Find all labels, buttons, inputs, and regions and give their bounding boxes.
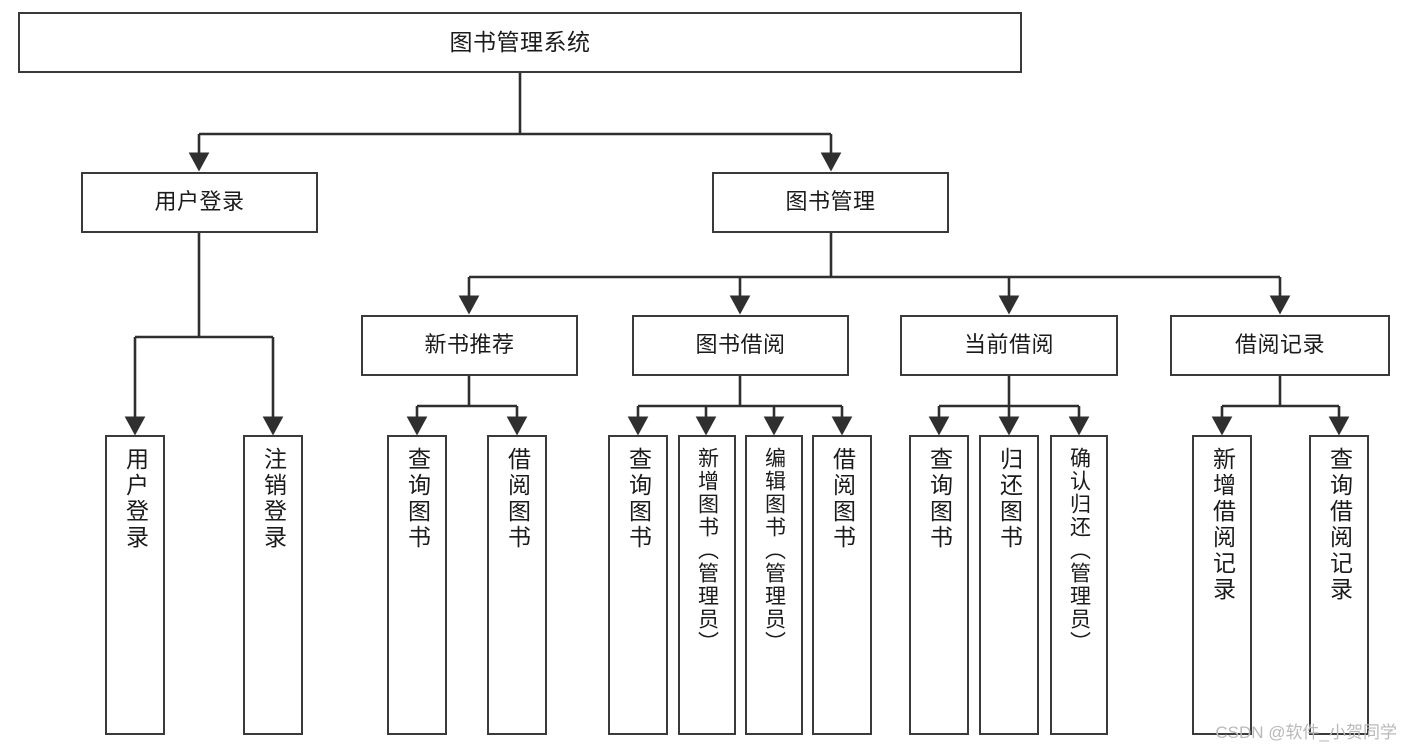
leaf-user-login-login[interactable]: 用户登录	[105, 435, 165, 735]
node-new-book-recommend[interactable]: 新书推荐	[361, 315, 578, 376]
node-new-book-recommend-label: 新书推荐	[424, 332, 515, 358]
leaf-borrow-record-query[interactable]: 查询借阅记录	[1309, 435, 1369, 735]
node-root[interactable]: 图书管理系统	[18, 12, 1022, 73]
node-book-manage[interactable]: 图书管理	[712, 172, 949, 233]
leaf-current-borrow-return[interactable]: 归还图书	[979, 435, 1039, 735]
leaf-book-borrow-add[interactable]: 新增图书（管理员）	[678, 435, 736, 735]
node-current-borrow[interactable]: 当前借阅	[900, 315, 1118, 376]
watermark: CSDN @软件_小贺同学	[1215, 723, 1397, 742]
node-user-login-label: 用户登录	[154, 189, 245, 215]
leaf-label: 新增图书（管理员）	[695, 447, 719, 654]
node-book-borrow[interactable]: 图书借阅	[632, 315, 849, 376]
node-book-manage-label: 图书管理	[785, 189, 876, 215]
leaf-label: 用户登录	[122, 447, 149, 551]
leaf-label: 借阅图书	[829, 447, 856, 551]
node-borrow-record[interactable]: 借阅记录	[1170, 315, 1390, 376]
leaf-new-book-query[interactable]: 查询图书	[387, 435, 447, 735]
leaf-label: 确认归还（管理员）	[1067, 447, 1091, 654]
leaf-current-borrow-query[interactable]: 查询图书	[909, 435, 969, 735]
leaf-label: 查询图书	[926, 447, 953, 551]
leaf-book-borrow-borrow[interactable]: 借阅图书	[812, 435, 872, 735]
leaf-book-borrow-query[interactable]: 查询图书	[608, 435, 668, 735]
node-root-label: 图书管理系统	[449, 28, 591, 55]
leaf-label: 注销登录	[260, 447, 287, 551]
node-user-login[interactable]: 用户登录	[81, 172, 318, 233]
leaf-label: 借阅图书	[504, 447, 531, 551]
node-current-borrow-label: 当前借阅	[963, 332, 1054, 358]
leaf-current-borrow-confirm[interactable]: 确认归还（管理员）	[1050, 435, 1108, 735]
leaf-new-book-borrow[interactable]: 借阅图书	[487, 435, 547, 735]
leaf-label: 新增借阅记录	[1209, 447, 1236, 603]
node-borrow-record-label: 借阅记录	[1234, 332, 1325, 358]
leaf-label: 查询图书	[625, 447, 652, 551]
node-book-borrow-label: 图书借阅	[695, 332, 786, 358]
leaf-label: 归还图书	[996, 447, 1023, 551]
leaf-borrow-record-add[interactable]: 新增借阅记录	[1192, 435, 1252, 735]
leaf-user-login-logout[interactable]: 注销登录	[243, 435, 303, 735]
leaf-book-borrow-edit[interactable]: 编辑图书（管理员）	[745, 435, 803, 735]
leaf-label: 编辑图书（管理员）	[762, 447, 786, 654]
leaf-label: 查询借阅记录	[1326, 447, 1353, 603]
leaf-label: 查询图书	[404, 447, 431, 551]
